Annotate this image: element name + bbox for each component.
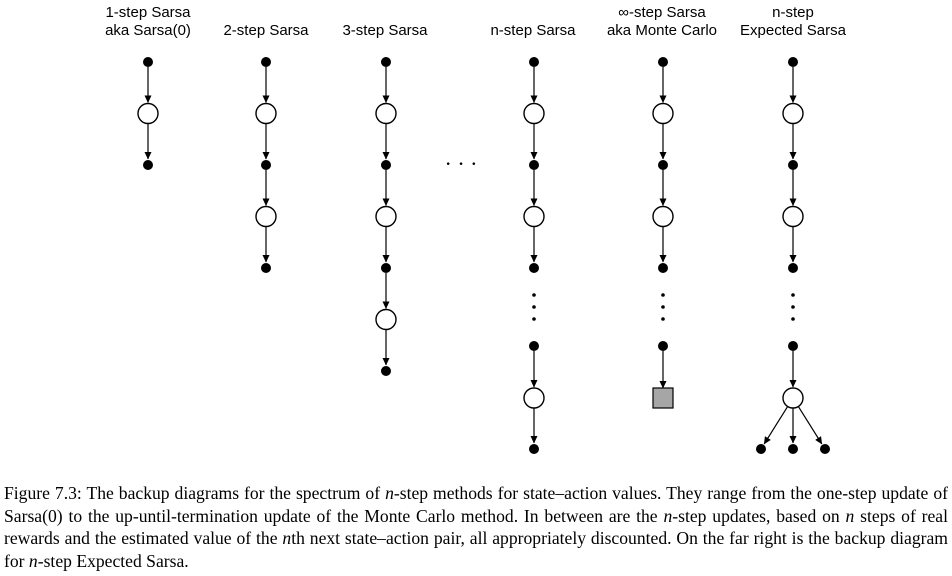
action-node xyxy=(788,263,798,273)
action-node xyxy=(143,160,153,170)
caption-math-n: n xyxy=(282,528,292,548)
continuation-dot xyxy=(532,305,536,309)
action-node xyxy=(658,263,668,273)
column-title-line: n-step xyxy=(772,4,814,21)
caption-text: The backup diagrams for the spectrum of xyxy=(86,483,386,503)
caption-math-n: n xyxy=(663,505,673,526)
column-title-line: aka Sarsa(0) xyxy=(105,22,191,39)
state-node xyxy=(782,205,804,228)
state-node xyxy=(782,387,804,409)
action-node xyxy=(381,57,391,67)
expectation-arrow xyxy=(763,406,789,445)
continuation-dot xyxy=(532,293,536,297)
caption-math-n: n xyxy=(28,550,38,571)
caption-text: th next state–action pair, all appropria… xyxy=(4,528,948,571)
continuation-dot xyxy=(661,317,665,321)
caption-math-n: n xyxy=(845,505,855,526)
column-title-line: 3-step Sarsa xyxy=(342,22,428,39)
action-node xyxy=(529,341,539,351)
action-node xyxy=(381,366,391,376)
action-node xyxy=(381,160,391,170)
column-title-line: n-step Sarsa xyxy=(490,22,576,39)
continuation-dot xyxy=(791,317,795,321)
state-node xyxy=(375,205,397,228)
terminal-node xyxy=(652,387,674,409)
continuation-dot xyxy=(532,317,536,321)
action-node xyxy=(788,341,798,351)
state-node xyxy=(523,387,545,409)
action-node xyxy=(788,444,798,454)
column-title-line: aka Monte Carlo xyxy=(606,22,718,39)
action-node xyxy=(261,57,271,67)
backup-diagrams: · · · xyxy=(137,57,830,454)
action-node xyxy=(261,160,271,170)
column-title-n-step-expected-sarsa: n-step Expected Sarsa xyxy=(708,4,878,40)
state-node xyxy=(375,308,397,331)
state-node xyxy=(137,102,159,125)
column-title-line: 1-step Sarsa xyxy=(105,4,191,21)
action-node xyxy=(658,57,668,67)
action-node xyxy=(658,341,668,351)
action-node xyxy=(143,57,153,67)
continuation-dot xyxy=(661,293,665,297)
action-node xyxy=(788,160,798,170)
continuation-dot xyxy=(791,293,795,297)
expectation-arrow xyxy=(797,406,823,445)
column-title-line: Expected Sarsa xyxy=(740,22,846,39)
action-node xyxy=(756,444,766,454)
column-title-3-step-sarsa: 3-step Sarsa xyxy=(300,22,470,40)
column-title-infinity-step-sarsa: ∞-step Sarsa aka Monte Carlo xyxy=(577,4,747,40)
figure-caption: Figure 7.3: The backup diagrams for the … xyxy=(4,482,948,572)
column-title-n-step-sarsa: n-step Sarsa xyxy=(448,22,618,40)
columns-ellipsis: · · · xyxy=(445,151,478,176)
action-node xyxy=(381,263,391,273)
continuation-dot xyxy=(661,305,665,309)
action-node xyxy=(658,160,668,170)
action-node xyxy=(788,57,798,67)
state-node xyxy=(652,102,674,125)
column-title-1-step-sarsa: 1-step Sarsa aka Sarsa(0) xyxy=(63,4,233,40)
state-node xyxy=(523,102,545,125)
action-node xyxy=(820,444,830,454)
action-node xyxy=(529,263,539,273)
column-title-line: ∞-step Sarsa xyxy=(618,4,706,21)
state-node xyxy=(255,102,277,125)
caption-text: -step updates, based on xyxy=(672,505,846,526)
action-node xyxy=(529,444,539,454)
caption-text: -step Expected Sarsa. xyxy=(37,550,189,571)
caption-label: Figure 7.3: xyxy=(4,483,82,503)
caption-text: -step methods for state–action values. T… xyxy=(4,483,948,526)
action-node xyxy=(529,57,539,67)
state-node xyxy=(375,102,397,125)
column-title-line: 2-step Sarsa xyxy=(223,22,309,39)
action-node xyxy=(529,160,539,170)
action-node xyxy=(261,263,271,273)
state-node xyxy=(782,102,804,125)
column-title-2-step-sarsa: 2-step Sarsa xyxy=(181,22,351,40)
caption-text: steps of real rewards and the estimated … xyxy=(4,505,948,549)
state-node xyxy=(652,205,674,228)
state-node xyxy=(523,205,545,228)
state-node xyxy=(255,205,277,228)
continuation-dot xyxy=(791,305,795,309)
caption-math-n: n xyxy=(385,483,394,503)
